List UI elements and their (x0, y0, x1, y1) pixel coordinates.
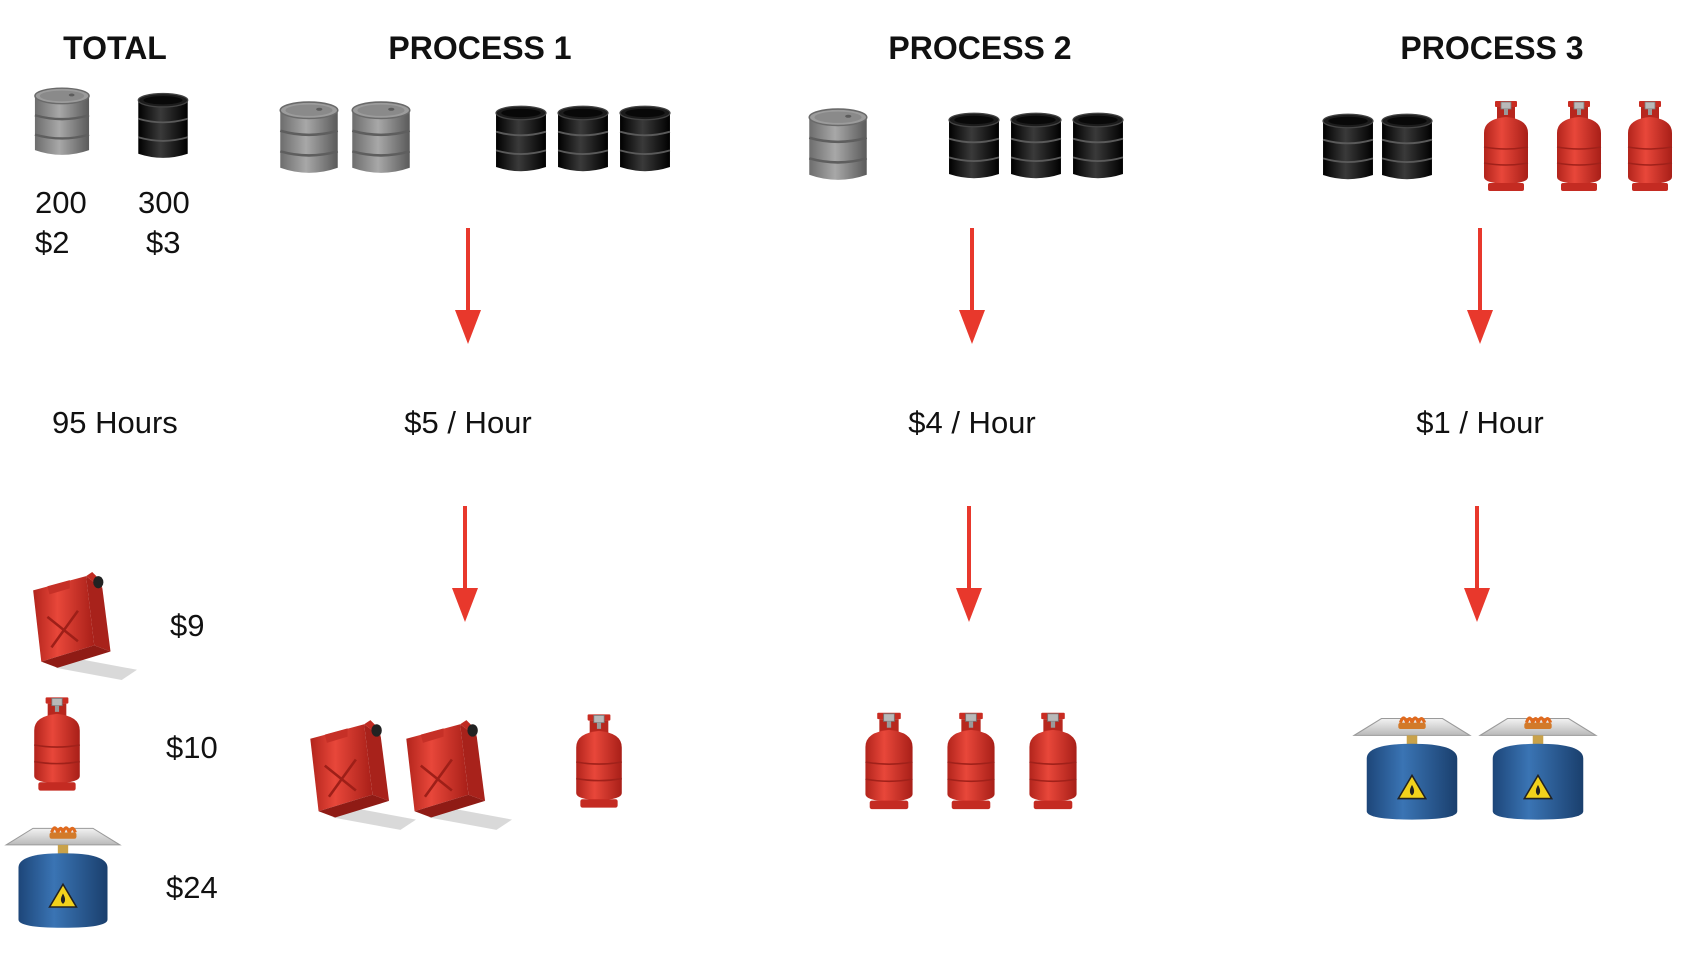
gas-cylinder-icon (859, 710, 919, 814)
camping-stove-icon (1352, 712, 1472, 824)
arrow-down-icon (959, 228, 985, 344)
gas-cylinder-icon (941, 710, 1001, 814)
camping-stove-price: $24 (166, 870, 218, 905)
total-hours: 95 Hours (52, 405, 178, 440)
arrow-down-icon (1464, 506, 1490, 622)
gas-cylinder-icon (1551, 96, 1607, 198)
grey-barrel-quantity: 200 (35, 185, 87, 220)
black-barrel-icon (1322, 112, 1374, 184)
process-3-rate: $1 / Hour (1416, 405, 1544, 440)
gas-cylinder-icon (28, 695, 86, 795)
gas-cylinder-icon (570, 712, 628, 812)
process-2-rate: $4 / Hour (908, 405, 1036, 440)
process-3-heading: PROCESS 3 (1400, 30, 1584, 66)
black-barrel-price: $3 (146, 225, 181, 260)
black-barrel-icon (495, 104, 547, 176)
arrow-down-icon (1467, 228, 1493, 344)
camping-stove-icon (4, 822, 122, 932)
jerrycan-price: $9 (170, 608, 205, 643)
black-barrel-icon (137, 92, 189, 162)
jerrycan-icon (398, 718, 512, 832)
grey-barrel-icon (807, 107, 869, 185)
grey-barrel-icon (278, 100, 340, 178)
gas-cylinder-price: $10 (166, 730, 218, 765)
black-barrel-icon (1010, 111, 1062, 183)
grey-barrel-price: $2 (35, 225, 70, 260)
black-barrel-icon (619, 104, 671, 176)
black-barrel-quantity: 300 (138, 185, 190, 220)
gas-cylinder-icon (1478, 96, 1534, 198)
black-barrel-icon (948, 111, 1000, 183)
process-1-heading: PROCESS 1 (388, 30, 572, 66)
black-barrel-icon (1072, 111, 1124, 183)
process-1-rate: $5 / Hour (404, 405, 532, 440)
camping-stove-icon (1478, 712, 1598, 824)
arrow-down-icon (452, 506, 478, 622)
total-heading: TOTAL (63, 30, 167, 66)
arrow-down-icon (956, 506, 982, 622)
arrow-down-icon (455, 228, 481, 344)
jerrycan-icon (25, 570, 137, 682)
grey-barrel-icon (33, 86, 91, 160)
gas-cylinder-icon (1023, 710, 1083, 814)
gas-cylinder-icon (1622, 96, 1678, 198)
process-2-heading: PROCESS 2 (888, 30, 1072, 66)
black-barrel-icon (1381, 112, 1433, 184)
black-barrel-icon (557, 104, 609, 176)
grey-barrel-icon (350, 100, 412, 178)
